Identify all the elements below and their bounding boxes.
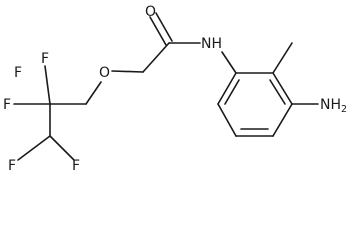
ring-double-2-3 <box>269 79 286 105</box>
ring-bond-5-6 <box>217 103 237 137</box>
bond-cf2-f-top <box>44 65 51 105</box>
bond-oether-ch2b <box>85 81 102 105</box>
bond-methyl <box>272 42 293 74</box>
atom-o-carbonyl: O <box>145 4 156 20</box>
bond-nh-ring <box>221 51 237 74</box>
atom-o-ether: O <box>99 65 110 81</box>
bond-chf2-f-bl <box>17 135 51 161</box>
bond-carbonyl-ch2 <box>142 42 170 73</box>
atom-f-bottom-left: F <box>8 158 16 174</box>
atom-nh: NH <box>201 36 222 52</box>
bond-carbonyl-double-a <box>149 16 167 46</box>
chemical-structure: O NH O F F F F F NH2 <box>3 4 347 174</box>
atom-nh2: NH2 <box>320 97 347 115</box>
atom-nh2-main: NH <box>320 97 341 113</box>
bond-chf2-f-br <box>49 135 75 161</box>
atom-labels: O NH O F F F F F NH2 <box>3 4 347 174</box>
ring-double-6-1 <box>224 79 240 105</box>
atom-f-bottom-right: F <box>72 158 80 174</box>
bonds <box>13 12 319 161</box>
ring-bond-2-3 <box>272 72 293 105</box>
atom-f-left: F <box>3 97 11 113</box>
bond-ch2-oether <box>111 70 144 73</box>
ring-bond-3-4 <box>272 103 293 137</box>
ring-bond-6-1 <box>217 72 237 105</box>
atom-nh2-subscript: 2 <box>341 104 347 115</box>
atom-f-top-left: F <box>14 65 22 81</box>
bond-carbonyl-double-b <box>155 12 173 42</box>
atom-f-top-right: F <box>41 51 49 67</box>
